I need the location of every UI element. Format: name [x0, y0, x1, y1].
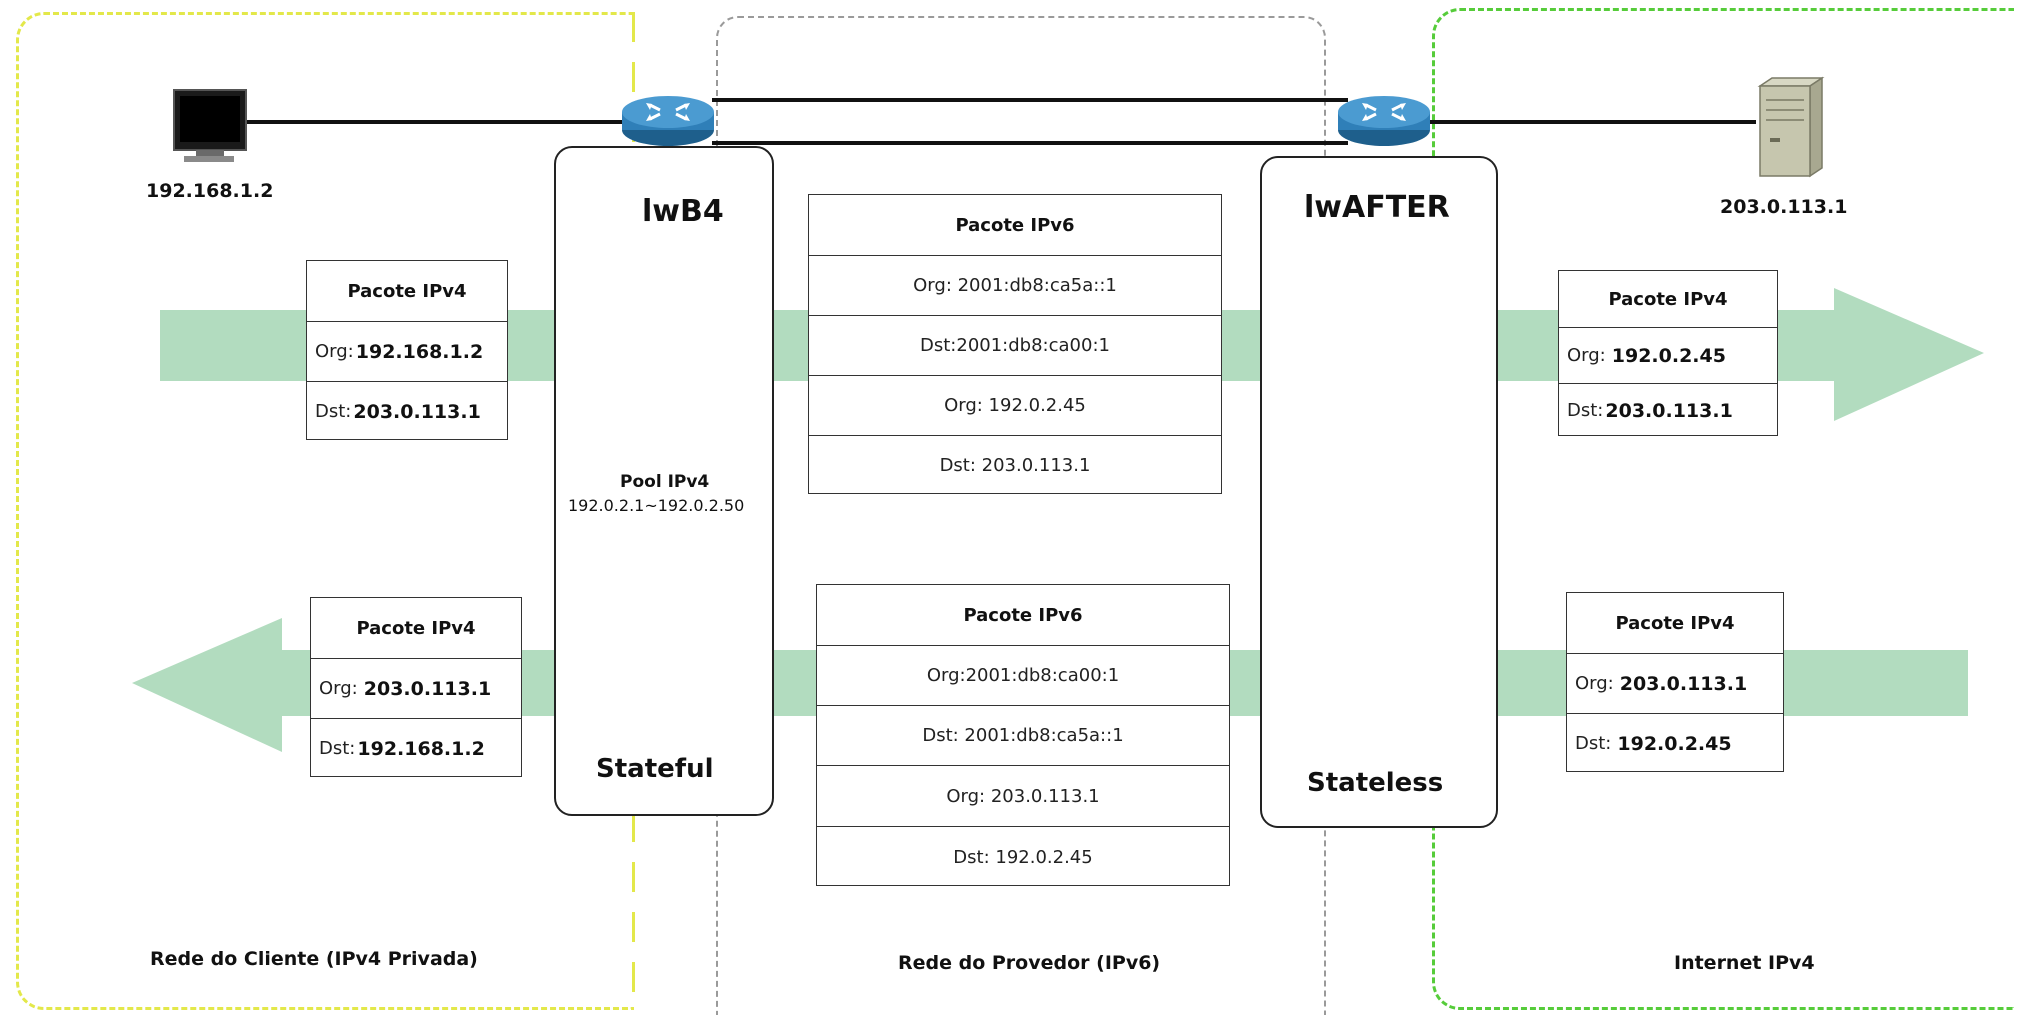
ipv4-packet-client-inbound: Pacote IPv4 Org:203.0.113.1 Dst:192.168.…	[310, 597, 522, 777]
packet-title: Pacote IPv4	[356, 617, 476, 639]
packet-org-row: Org:203.0.113.1	[311, 658, 521, 718]
org-value: 192.0.2.45	[1611, 344, 1726, 367]
packet-row-3: Org: 203.0.113.1	[817, 765, 1229, 826]
packet-title: Pacote IPv4	[1608, 288, 1728, 310]
lwb4-title: lwB4	[642, 194, 724, 229]
org-label: Org:	[315, 341, 354, 362]
dst-value: 192.168.1.2	[357, 737, 485, 760]
ipv6-packet-inbound: Pacote IPv6 Org:2001:db8:ca00:1 Dst: 200…	[816, 584, 1230, 886]
server-tower-icon	[1757, 76, 1825, 178]
packet-dst-row: Dst:203.0.113.1	[307, 381, 507, 441]
dst-label: Dst:	[1567, 400, 1604, 421]
dst-label: Dst:	[315, 401, 352, 422]
client-network-zone	[16, 12, 634, 1010]
org-value: 203.0.113.1	[1619, 672, 1748, 695]
ipv4-packet-internet-outbound: Pacote IPv4 Org:192.0.2.45 Dst:203.0.113…	[1558, 270, 1778, 436]
internet-zone-label: Internet IPv4	[1674, 952, 1815, 974]
dst-value: 192.0.2.45	[1617, 732, 1732, 755]
lwafter-node: lwAFTER Stateless	[1260, 156, 1498, 828]
dst-label: Dst:	[319, 738, 356, 759]
ipv6-packet-outbound: Pacote IPv6 Org: 2001:db8:ca5a::1 Dst:20…	[808, 194, 1222, 494]
packet-row-3: Org: 192.0.2.45	[809, 375, 1221, 435]
packet-row-2: Dst: 2001:db8:ca5a::1	[817, 705, 1229, 765]
packet-org-row: Org:192.168.1.2	[307, 321, 507, 381]
pool-range: 192.0.2.1~192.0.2.50	[568, 496, 745, 515]
client-ip-label: 192.168.1.2	[146, 180, 274, 202]
lwb4-node: lwB4 Pool IPv4 192.0.2.1~192.0.2.50 Stat…	[554, 146, 774, 816]
dst-value: 203.0.113.1	[353, 400, 481, 423]
packet-row-4: Dst: 203.0.113.1	[809, 435, 1221, 495]
pool-title: Pool IPv4	[620, 472, 710, 492]
packet-row-1: Org:2001:db8:ca00:1	[817, 645, 1229, 705]
ipv4-packet-internet-inbound: Pacote IPv4 Org:203.0.113.1 Dst:192.0.2.…	[1566, 592, 1784, 772]
packet-org-row: Org:203.0.113.1	[1567, 653, 1783, 713]
lwafter-title: lwAFTER	[1304, 190, 1450, 225]
computer-monitor-icon	[173, 89, 247, 162]
dst-value: 203.0.113.1	[1605, 399, 1733, 422]
packet-title: Pacote IPv4	[1615, 612, 1735, 634]
org-label: Org:	[319, 678, 358, 699]
dst-label: Dst:	[1575, 733, 1612, 754]
packet-org-row: Org:192.0.2.45	[1559, 327, 1777, 383]
lwb4-mode: Stateful	[596, 754, 714, 784]
router-icon-lwb4	[622, 96, 714, 146]
org-value: 203.0.113.1	[363, 677, 492, 700]
packet-title: Pacote IPv6	[955, 214, 1075, 236]
packet-title: Pacote IPv4	[347, 280, 467, 302]
packet-row-1: Org: 2001:db8:ca5a::1	[809, 255, 1221, 315]
packet-title: Pacote IPv6	[963, 604, 1083, 626]
ipv4-packet-client-outbound: Pacote IPv4 Org:192.168.1.2 Dst:203.0.11…	[306, 260, 508, 440]
lwafter-mode: Stateless	[1307, 768, 1444, 798]
packet-dst-row: Dst:203.0.113.1	[1559, 383, 1777, 437]
router-icon-lwafter	[1338, 96, 1430, 146]
server-ip-label: 203.0.113.1	[1720, 196, 1848, 218]
packet-dst-row: Dst:192.0.2.45	[1567, 713, 1783, 773]
org-label: Org:	[1575, 673, 1614, 694]
org-label: Org:	[1567, 345, 1606, 366]
org-value: 192.168.1.2	[355, 340, 484, 363]
packet-row-4: Dst: 192.0.2.45	[817, 826, 1229, 887]
packet-dst-row: Dst:192.168.1.2	[311, 718, 521, 778]
provider-zone-label: Rede do Provedor (IPv6)	[898, 952, 1161, 974]
client-zone-label: Rede do Cliente (IPv4 Privada)	[150, 948, 478, 970]
packet-row-2: Dst:2001:db8:ca00:1	[809, 315, 1221, 375]
